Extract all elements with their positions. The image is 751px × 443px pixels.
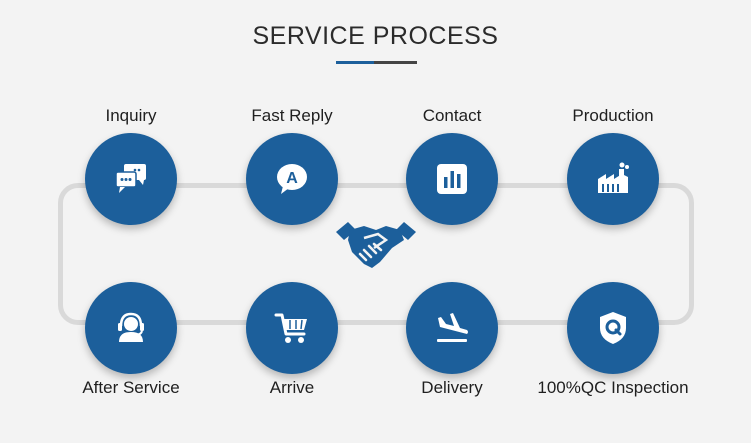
step-label-arrive: Arrive [269,378,315,397]
step-label-delivery: Delivery [421,378,483,397]
step-label-after-service: After Service [82,378,180,397]
shield-icon [600,312,626,344]
cart-icon [274,313,307,343]
step-label-inquiry: Inquiry [105,106,157,125]
step-delivery [406,282,498,374]
step-label-qc-inspection: 100%QC Inspection [537,378,689,397]
step-after-service [85,282,177,374]
title-underline [374,61,417,64]
step-label-fast-reply: Fast Reply [251,106,333,125]
chat-bubbles-icon [115,164,146,193]
process-track [58,183,694,325]
step-arrive [246,282,338,374]
bar-chart-icon [437,164,467,194]
factory-icon [598,162,629,193]
step-qc-inspection [567,282,659,374]
step-label-production: Production [572,106,654,125]
svg-text:A: A [286,170,298,187]
step-inquiry [85,133,177,225]
reply-bubble-icon: A [277,164,307,194]
handshake-icon [336,222,416,268]
step-fast-reply: A [246,133,338,225]
page-title: SERVICE PROCESS [252,22,499,50]
step-production [567,133,659,225]
airplane-landing-icon [437,313,468,342]
step-contact [406,133,498,225]
step-label-contact: Contact [422,106,482,125]
title-underline-accent [336,61,374,64]
headset-icon [118,312,144,342]
